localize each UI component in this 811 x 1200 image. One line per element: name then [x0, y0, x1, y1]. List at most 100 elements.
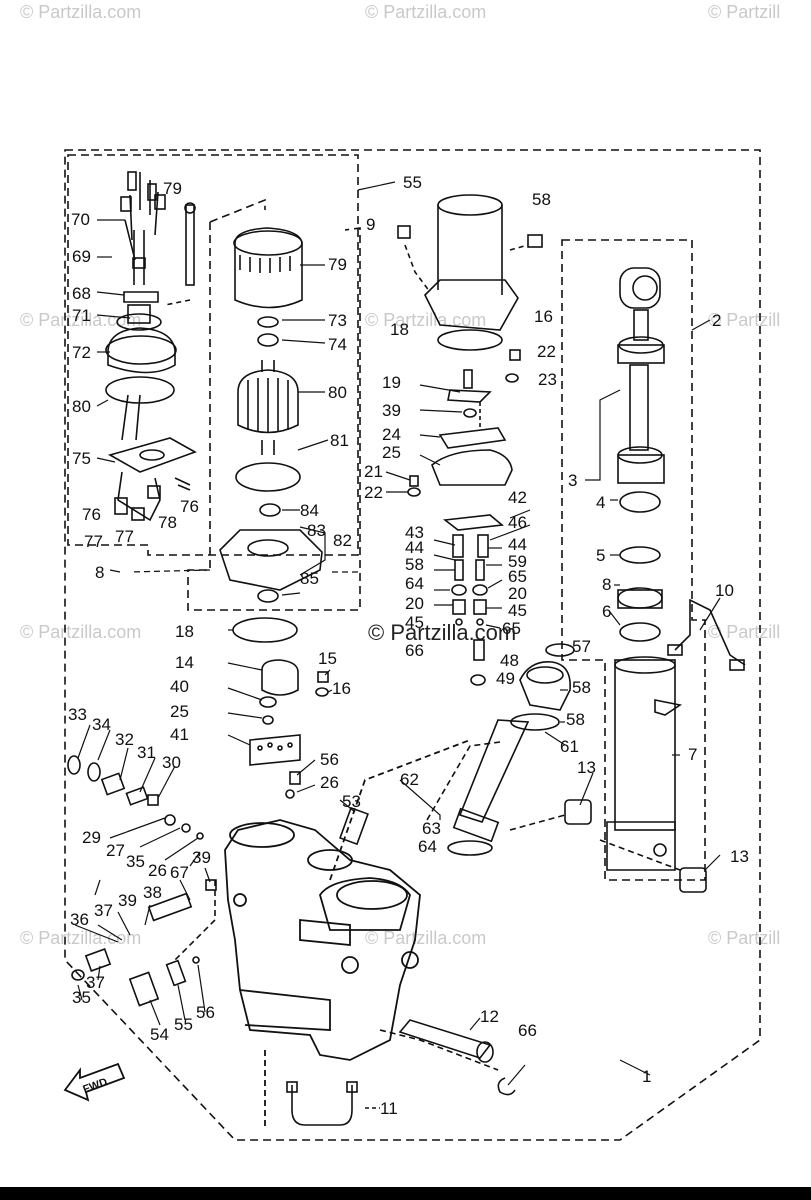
callout: 58 [532, 190, 551, 209]
callout: 53 [342, 792, 361, 811]
callout: 68 [72, 284, 91, 303]
callout: 4 [596, 493, 605, 512]
callout: 9 [366, 215, 375, 234]
callout: 3 [568, 471, 577, 490]
watermark-top-center: © Partzilla.com [365, 2, 487, 22]
callout: 8 [602, 575, 611, 594]
fwd-label: FWD [81, 1076, 109, 1096]
callout: 20 [508, 584, 527, 603]
callout: 43 [405, 523, 424, 542]
callout: 40 [170, 677, 189, 696]
callout: 7 [688, 745, 697, 764]
callout: 42 [508, 488, 527, 507]
callout: 15 [318, 649, 337, 668]
callout: 77 [84, 532, 103, 551]
callout: 8 [95, 563, 104, 582]
callout: 13 [577, 758, 596, 777]
callout: 64 [418, 837, 437, 856]
callout: 61 [560, 737, 579, 756]
watermark-low-right: © Partzill [708, 622, 781, 642]
callout: 22 [537, 342, 556, 361]
callout: 34 [92, 715, 111, 734]
callout: 54 [150, 1025, 169, 1044]
callout: 56 [196, 1003, 215, 1022]
callout: 35 [72, 988, 91, 1007]
callout: 78 [158, 513, 177, 532]
bottom-bar [0, 1187, 811, 1200]
callout: 57 [572, 637, 591, 656]
callout: 1 [642, 1067, 651, 1086]
callout: 71 [72, 306, 91, 325]
watermark-mid-right: © Partzill [708, 310, 781, 330]
pipe [291, 1085, 353, 1126]
callout: 25 [170, 702, 189, 721]
callout: 80 [72, 397, 91, 416]
callout: 74 [328, 335, 347, 354]
callout: 65 [502, 619, 521, 638]
callout: 48 [500, 651, 519, 670]
cylinder-box [561, 239, 706, 881]
callout: 26 [320, 773, 339, 792]
callout: 18 [390, 320, 409, 339]
callout: 69 [72, 247, 91, 266]
callout: 85 [300, 569, 319, 588]
callout: 30 [162, 753, 181, 772]
callout: 64 [405, 574, 424, 593]
watermark-top-right: © Partzill [708, 2, 781, 22]
callout: 44 [405, 538, 424, 557]
callout: 33 [68, 705, 87, 724]
callout: 27 [106, 841, 125, 860]
callout: 72 [72, 343, 91, 362]
watermark-center: © Partzilla.com [368, 620, 517, 645]
callout: 59 [508, 552, 527, 571]
callout: 18 [175, 622, 194, 641]
reservoir [397, 194, 543, 497]
callout: 75 [72, 449, 91, 468]
motor-parts-box [187, 198, 361, 611]
callout: 37 [86, 973, 105, 992]
callout: 22 [364, 483, 383, 502]
callout: 56 [320, 750, 339, 769]
callout: 80 [328, 383, 347, 402]
callout: 6 [602, 602, 611, 621]
callout: 76 [180, 497, 199, 516]
callout: 5 [596, 546, 605, 565]
callout: 70 [71, 210, 90, 229]
callout: 81 [330, 431, 349, 450]
left-small-parts [67, 617, 369, 1007]
watermark-bottom-right: © Partzill [708, 928, 781, 948]
callout: 24 [382, 425, 401, 444]
callout: 58 [572, 678, 591, 697]
callout: 32 [115, 730, 134, 749]
callout: 58 [405, 555, 424, 574]
callout: 82 [333, 531, 352, 550]
callout: 49 [496, 669, 515, 688]
leader-lines [74, 181, 721, 1086]
callout: 21 [364, 462, 383, 481]
callout: 45 [405, 613, 424, 632]
callout: 29 [82, 828, 101, 847]
callout: 37 [94, 901, 113, 920]
valve-stack [442, 514, 504, 686]
callout: 39 [382, 401, 401, 420]
callout: 23 [538, 370, 557, 389]
watermark-top-left: © Partzilla.com [20, 2, 142, 22]
motor-wiring-group [105, 171, 197, 522]
callout: 84 [300, 501, 319, 520]
callout: 2 [712, 311, 721, 330]
callout: 10 [715, 581, 734, 600]
callout: 83 [307, 521, 326, 540]
callout: 25 [382, 443, 401, 462]
watermark-bottom-center: © Partzilla.com [365, 928, 487, 948]
manual-valve-parts [426, 643, 575, 856]
callout: 19 [382, 373, 401, 392]
callout: 66 [518, 1021, 537, 1040]
callout: 16 [534, 307, 553, 326]
callout: 36 [70, 910, 89, 929]
outer-boundary [64, 149, 761, 1141]
callout: 58 [566, 710, 585, 729]
callout: 39 [118, 891, 137, 910]
callout: 38 [143, 883, 162, 902]
